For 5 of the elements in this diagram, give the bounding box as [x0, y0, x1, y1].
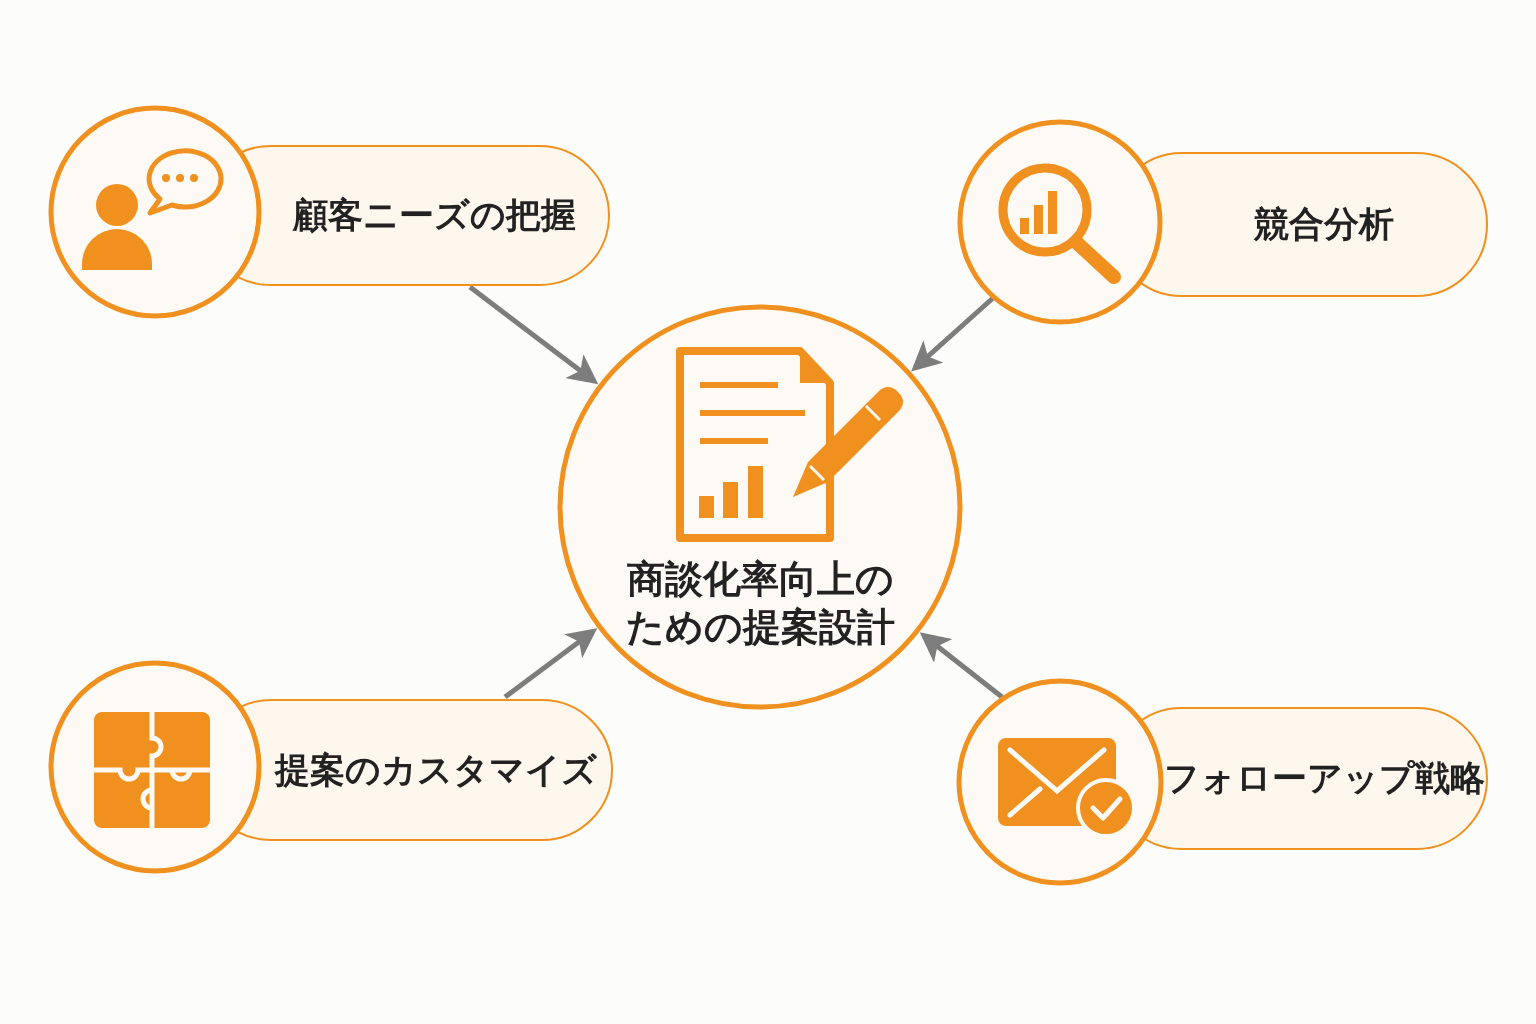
- arrow: [468, 285, 599, 385]
- center-label: 商談化率向上のための提案設計: [624, 556, 896, 651]
- arrow: [503, 628, 598, 699]
- arrow: [911, 296, 995, 372]
- arrow: [919, 632, 1004, 699]
